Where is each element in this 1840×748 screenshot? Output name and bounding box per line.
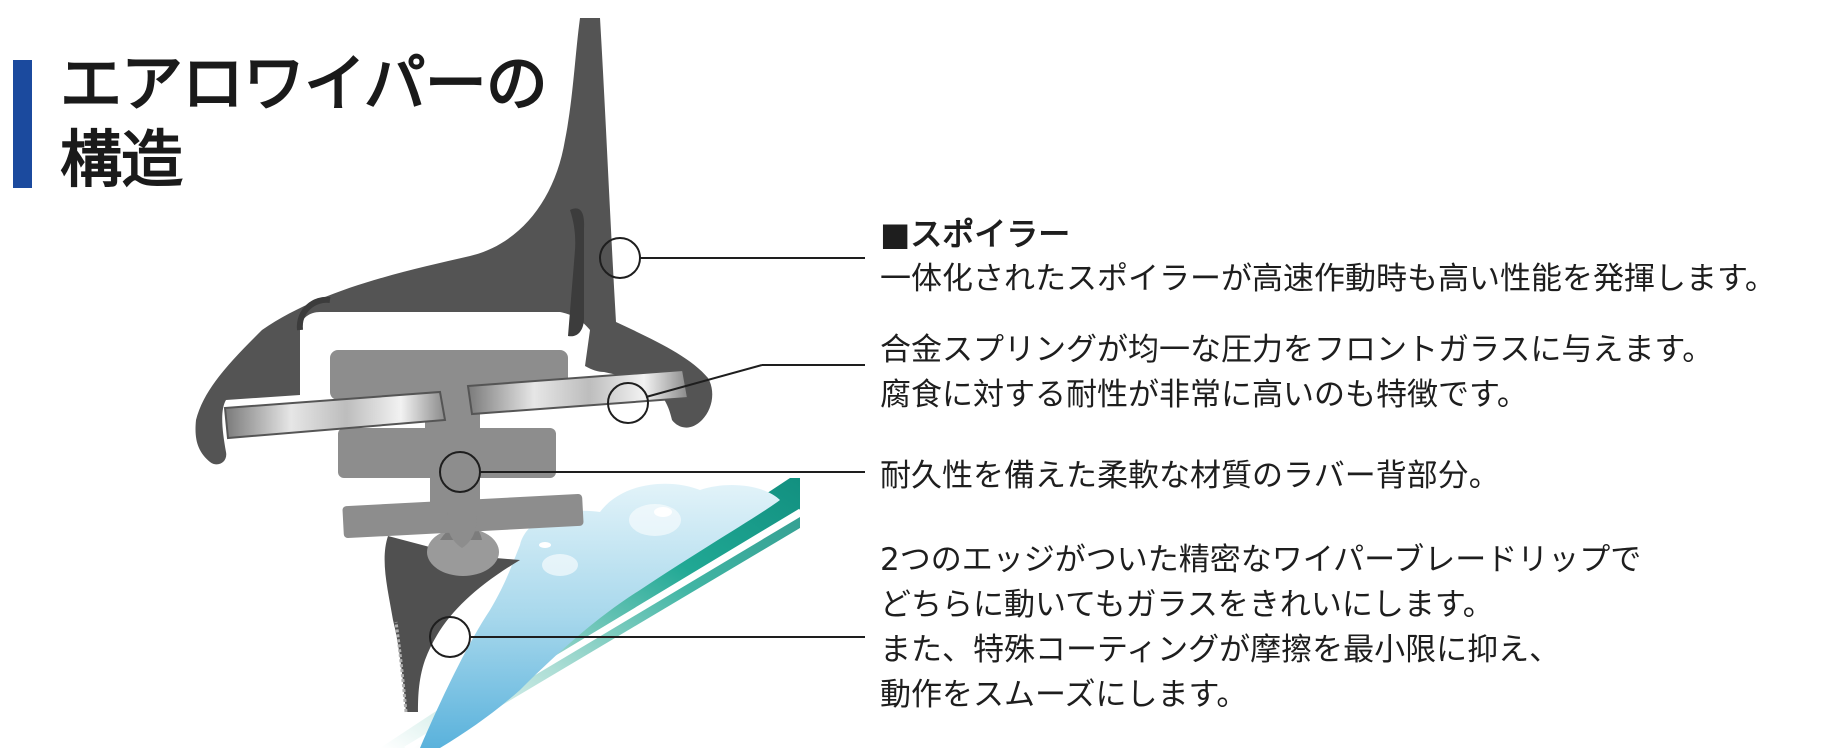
callout-spring: 合金スプリングが均一な圧力をフロントガラスに与えます。 腐食に対する耐性が非常に… (880, 328, 1713, 418)
callout-blade-lip: 2つのエッジがついた精密なワイパーブレードリップで どちらに動いてもガラスをきれ… (880, 538, 1641, 718)
callout-spring-text-1: 合金スプリングが均一な圧力をフロントガラスに与えます。 (880, 332, 1714, 368)
callout-blade-lip-text-4: 動作をスムーズにします。 (880, 677, 1248, 713)
title-line-1: エアロワイパーの (60, 47, 548, 120)
callout-spoiler-leader (599, 237, 865, 279)
alloy-spring (223, 368, 690, 440)
callout-blade-lip-leader (429, 616, 865, 658)
water-droplets (420, 483, 780, 748)
page-title: エアロワイパーの 構造 (60, 46, 548, 198)
callout-rubber-back-text: 耐久性を備えた柔軟な材質のラバー背部分。 (880, 458, 1500, 494)
title-accent-bar (13, 60, 32, 188)
callout-blade-lip-text-1: 2つのエッジがついた精密なワイパーブレードリップで (880, 542, 1642, 578)
callout-rubber-back: 耐久性を備えた柔軟な材質のラバー背部分。 (880, 454, 1500, 499)
callout-spring-leader (607, 364, 865, 424)
callout-rubber-back-leader (439, 451, 865, 493)
callout-spring-text-2: 腐食に対する耐性が非常に高いのも特徴です。 (880, 377, 1528, 413)
spoiler (195, 18, 713, 465)
callout-spoiler: ■スポイラー 一体化されたスポイラーが高速作動時も高い性能を発揮します。 (880, 212, 1776, 302)
title-line-2: 構造 (60, 123, 183, 196)
callout-blade-lip-text-2: どちらに動いてもガラスをきれいにします。 (880, 587, 1494, 623)
callout-spoiler-heading: ■スポイラー (880, 215, 1071, 253)
callout-blade-lip-text-3: また、特殊コーティングが摩擦を最小限に抑え、 (880, 632, 1561, 668)
callout-spoiler-text: 一体化されたスポイラーが高速作動時も高い性能を発揮します。 (880, 261, 1776, 297)
